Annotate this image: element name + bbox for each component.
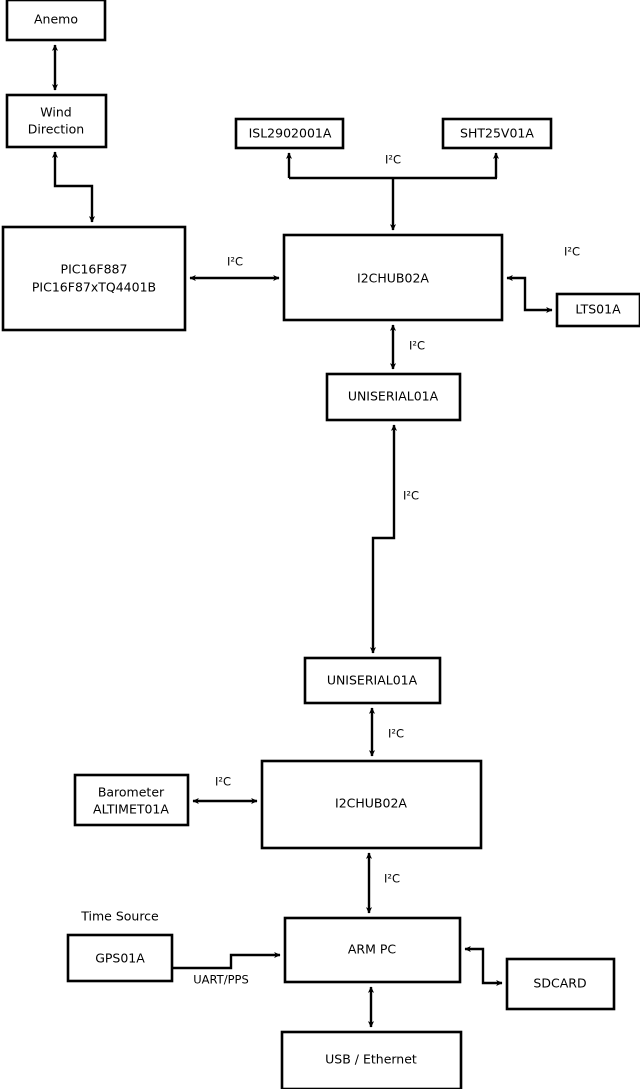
edge-barometer-hub-bottom: I²C <box>192 775 258 805</box>
edge-arm-pc-sdcard <box>464 945 503 987</box>
edge-label-hub-armpc: I²C <box>384 872 400 886</box>
node-sht25v01a[interactable]: SHT25V01A <box>441 117 553 150</box>
node-label-gps01a: GPS01A <box>95 951 145 966</box>
edge-wind-direction-pic <box>51 151 96 223</box>
node-i2chub02a-bottom[interactable]: I2CHUB02A <box>260 759 483 850</box>
node-i2chub02a-top[interactable]: I2CHUB02A <box>282 233 504 322</box>
node-pic-microcontroller[interactable]: PIC16F887 PIC16F87xTQ4401B <box>1 225 187 332</box>
node-label-i2chub02a-top: I2CHUB02A <box>357 271 429 286</box>
edge-label-hub-uniserial1: I²C <box>409 339 425 353</box>
node-label-barometer-line2: ALTIMET01A <box>93 802 169 817</box>
edge-uniserial1-uniserial2: I²C <box>369 424 419 654</box>
edge-label-barometer-hub: I²C <box>215 775 231 789</box>
node-label-barometer-line1: Barometer <box>98 785 165 800</box>
node-label-uniserial01a-lower: UNISERIAL01A <box>327 673 418 688</box>
node-label-isl2902001a: ISL2902001A <box>249 126 332 141</box>
edge-uniserial2-hub-bottom: I²C <box>368 707 404 757</box>
edge-hub-top-sensors: I²C <box>285 152 500 231</box>
node-label-i2chub02a-bottom: I2CHUB02A <box>335 796 407 811</box>
edge-label-hub-sensors: I²C <box>385 153 401 167</box>
node-label-usb-ethernet: USB / Ethernet <box>325 1052 417 1067</box>
node-label-pic-line2: PIC16F87xTQ4401B <box>32 280 156 295</box>
label-time-source: Time Source <box>80 909 159 924</box>
node-isl2902001a[interactable]: ISL2902001A <box>234 117 345 150</box>
node-sdcard[interactable]: SDCARD <box>505 957 616 1011</box>
edge-label-uniserial2-hub: I²C <box>388 727 404 741</box>
edge-hub-top-lts: I²C <box>506 245 580 314</box>
edge-label-pic-hub: I²C <box>227 255 243 269</box>
edge-label-gps-armpc: UART/PPS <box>193 973 249 987</box>
node-uniserial01a-lower[interactable]: UNISERIAL01A <box>303 656 442 705</box>
edge-gps-arm-pc: UART/PPS <box>172 951 281 987</box>
edge-label-hub-lts: I²C <box>564 245 580 259</box>
node-label-uniserial01a-upper: UNISERIAL01A <box>348 389 439 404</box>
node-anemo[interactable]: Anemo <box>5 0 107 42</box>
node-label-sdcard: SDCARD <box>533 976 586 991</box>
edge-label-uniserial-link: I²C <box>403 489 419 503</box>
node-uniserial01a-upper[interactable]: UNISERIAL01A <box>325 372 462 422</box>
node-lts01a[interactable]: LTS01A <box>555 292 640 328</box>
node-wind-direction[interactable]: Wind Direction <box>5 93 108 149</box>
node-barometer[interactable]: Barometer ALTIMET01A <box>73 773 190 827</box>
edge-hub-top-uniserial1: I²C <box>389 324 425 370</box>
node-label-anemo: Anemo <box>34 12 78 27</box>
node-label-arm-pc: ARM PC <box>348 942 397 957</box>
node-label-wind-direction-line1: Wind <box>40 105 71 120</box>
node-usb-ethernet[interactable]: USB / Ethernet <box>280 1030 463 1089</box>
node-gps01a[interactable]: GPS01A <box>66 933 174 983</box>
edge-hub-bottom-arm-pc: I²C <box>365 852 400 914</box>
node-arm-pc[interactable]: ARM PC <box>283 916 462 984</box>
node-label-wind-direction-line2: Direction <box>28 122 84 137</box>
node-label-pic-line1: PIC16F887 <box>61 262 128 277</box>
node-label-sht25v01a: SHT25V01A <box>460 126 534 141</box>
node-label-lts01a: LTS01A <box>575 302 621 317</box>
edge-pic-hub-top: I²C <box>189 255 280 282</box>
